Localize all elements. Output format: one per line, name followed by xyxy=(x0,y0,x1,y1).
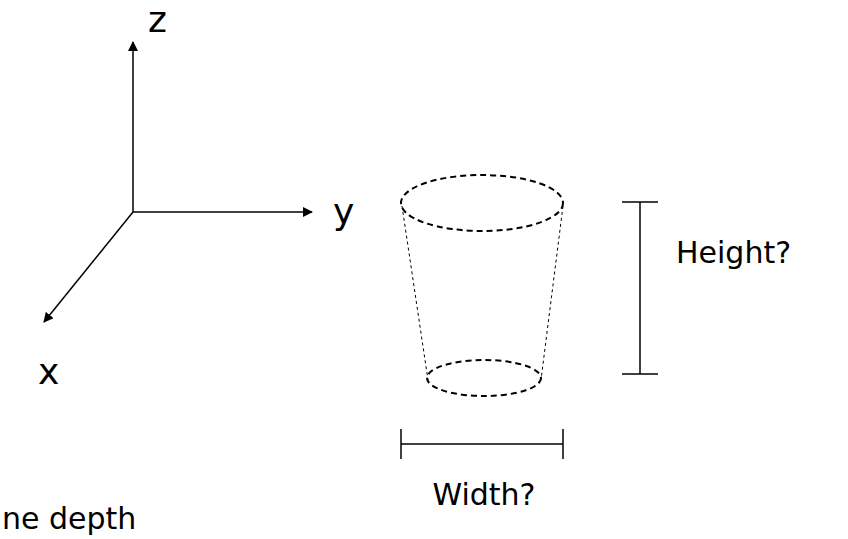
dimension-label: Width? xyxy=(432,478,535,511)
dimension-label: Height? xyxy=(676,236,791,269)
axis-label: y xyxy=(333,192,354,232)
note-text: ne depth xyxy=(2,502,136,535)
cup-outline xyxy=(401,175,563,396)
axis-label: z xyxy=(148,0,167,40)
cup-sides xyxy=(402,206,563,380)
dimension-brackets xyxy=(401,202,658,459)
coordinate-axes xyxy=(44,42,312,322)
axis-label: x xyxy=(38,352,59,392)
